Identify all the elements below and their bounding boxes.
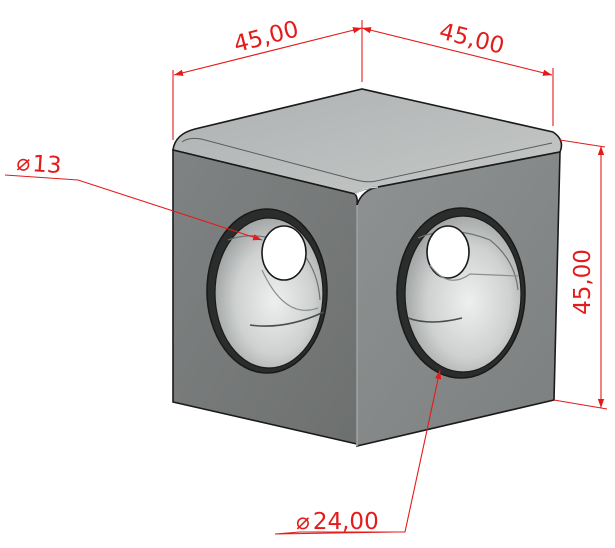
small-hole-diameter-text: ⌀13 bbox=[16, 150, 63, 179]
right-through-hole bbox=[426, 225, 470, 279]
left-through-hole bbox=[261, 225, 307, 281]
left-bore-hole bbox=[206, 208, 328, 374]
dimension-lines bbox=[4, 20, 608, 535]
cube-top-fillet-line bbox=[181, 137, 553, 183]
height-dimension-text: 45,00 bbox=[570, 249, 596, 315]
large-hole-leader bbox=[274, 369, 442, 535]
large-hole-diameter-text: ⌀24,00 bbox=[296, 509, 379, 535]
width-right-dimension-line bbox=[361, 27, 553, 76]
width-right-dimension-text: 45,00 bbox=[437, 19, 507, 60]
cube-front-fillet bbox=[354, 186, 379, 446]
small-hole-leader bbox=[4, 174, 263, 241]
width-left-dimension-line bbox=[173, 27, 363, 76]
right-bore-hole bbox=[396, 207, 526, 379]
